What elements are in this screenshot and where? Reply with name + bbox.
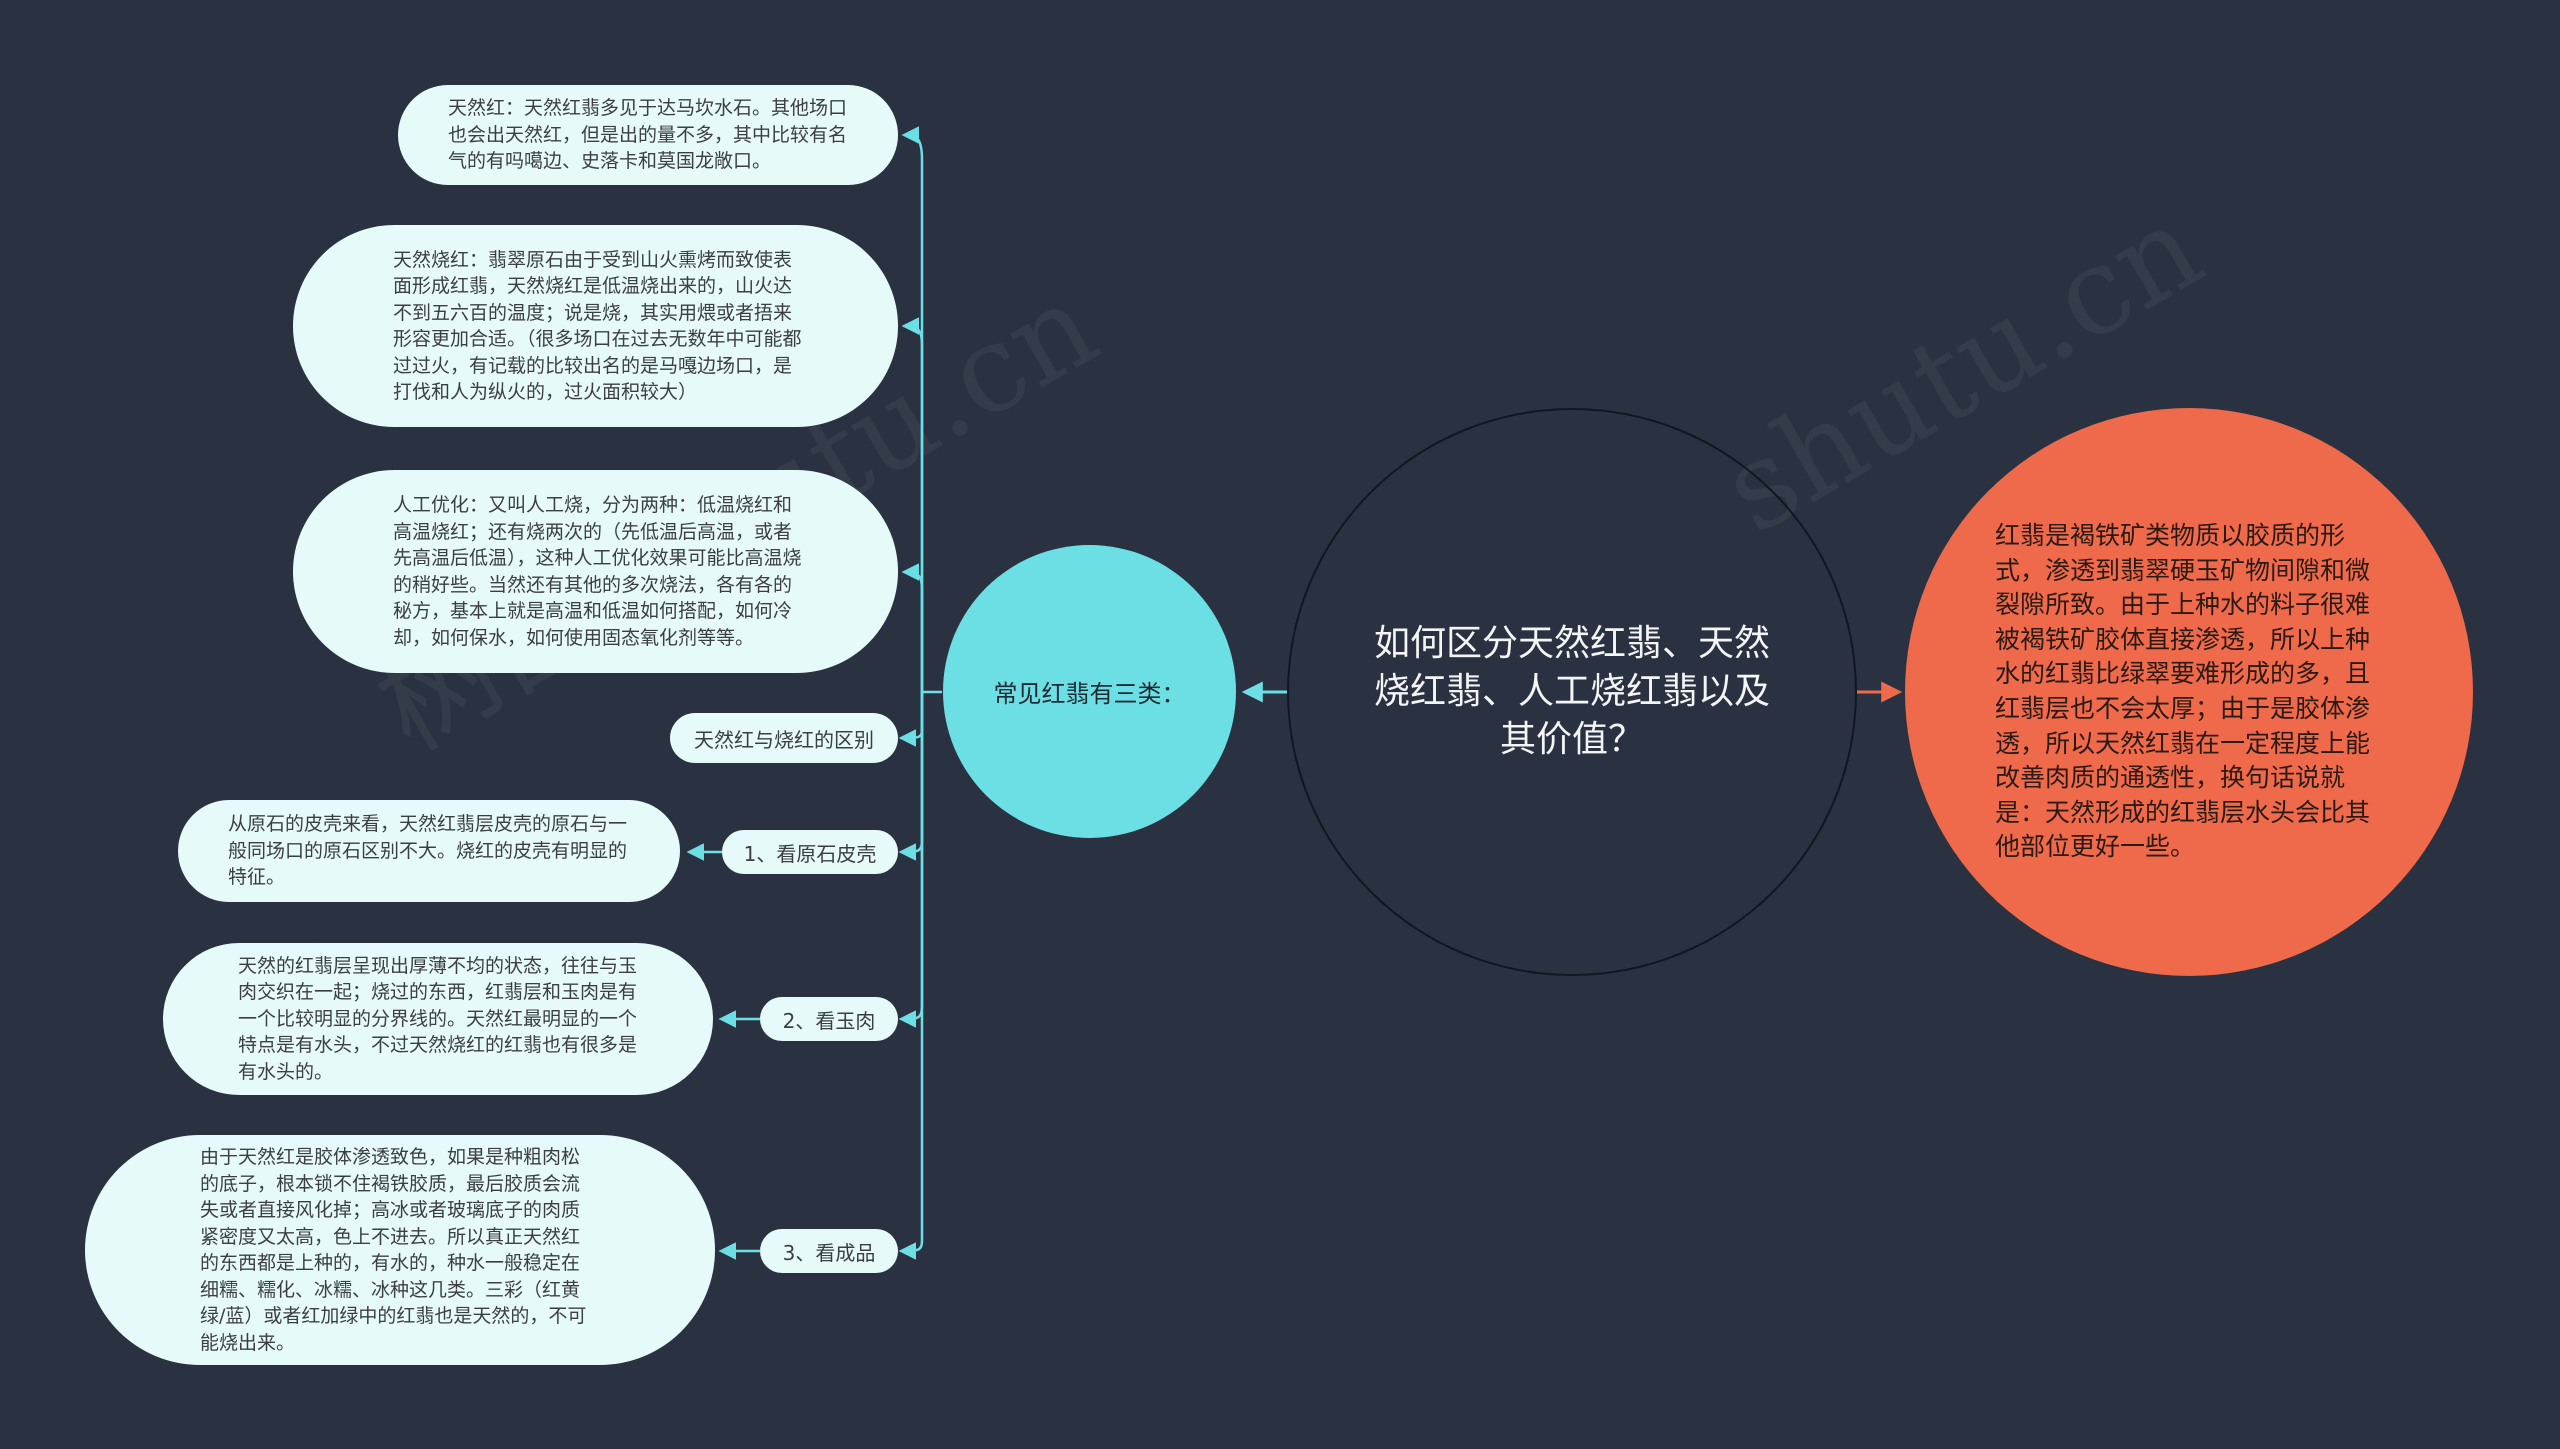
info-node[interactable]: 红翡是褐铁矿类物质以胶质的形式，渗透到翡翠硬玉矿物间隙和微裂隙所致。由于上种水的…: [1905, 408, 2473, 976]
leaf-skin-detail-text: 从原石的皮壳来看，天然红翡层皮壳的原石与一般同场口的原石区别不大。烧红的皮壳有明…: [228, 813, 628, 889]
label-skin-text: 1、看原石皮壳: [743, 841, 877, 866]
connector-natural-red: [901, 126, 924, 692]
connector-skin: [898, 692, 924, 861]
branch-node[interactable]: 常见红翡有三类：: [943, 545, 1236, 838]
connector-product: [898, 692, 924, 1260]
leaf-product-detail[interactable]: 由于天然红是胶体渗透致色，如果是种粗肉松的底子，根本锁不住褐铁胶质，最后胶质会流…: [85, 1135, 715, 1365]
leaf-jade-detail-text: 天然的红翡层呈现出厚薄不均的状态，往往与玉肉交织在一起；烧过的东西，红翡层和玉肉…: [238, 954, 638, 1083]
leaf-natural-burnt-text: 天然烧红：翡翠原石由于受到山火熏烤而致使表面形成红翡，天然烧红是低温烧出来的，山…: [393, 248, 802, 404]
central-topic[interactable]: 如何区分天然红翡、天然烧红翡、人工烧红翡以及其价值？: [1287, 408, 1857, 976]
connector-jade: [898, 692, 924, 1028]
leaf-natural-red[interactable]: 天然红：天然红翡多见于达马坎水石。其他场口也会出天然红，但是出的量不多，其中比较…: [398, 85, 898, 185]
central-topic-text: 如何区分天然红翡、天然烧红翡、人工烧红翡以及其价值？: [1373, 623, 1770, 760]
leaf-natural-burnt[interactable]: 天然烧红：翡翠原石由于受到山火熏烤而致使表面形成红翡，天然烧红是低温烧出来的，山…: [293, 225, 898, 427]
label-product[interactable]: 3、看成品: [760, 1229, 898, 1273]
connector-natural-burnt: [901, 317, 924, 692]
connector-difference: [898, 692, 924, 747]
info-node-text: 红翡是褐铁矿类物质以胶质的形式，渗透到翡翠硬玉矿物间隙和微裂隙所致。由于上种水的…: [1995, 521, 2371, 862]
label-difference[interactable]: 天然红与烧红的区别: [670, 713, 898, 763]
connector-artificial: [901, 563, 924, 692]
label-difference-text: 天然红与烧红的区别: [694, 727, 874, 752]
label-jade[interactable]: 2、看玉肉: [760, 997, 898, 1041]
leaf-artificial-text: 人工优化：又叫人工烧，分为两种：低温烧红和高温烧红；还有烧两次的（先低温后高温，…: [393, 494, 802, 649]
label-product-text: 3、看成品: [782, 1240, 876, 1265]
branch-node-label: 常见红翡有三类：: [993, 680, 1186, 708]
leaf-skin-detail[interactable]: 从原石的皮壳来看，天然红翡层皮壳的原石与一般同场口的原石区别不大。烧红的皮壳有明…: [178, 800, 680, 902]
leaf-product-detail-text: 由于天然红是胶体渗透致色，如果是种粗肉松的底子，根本锁不住褐铁胶质，最后胶质会流…: [200, 1146, 587, 1354]
leaf-jade-detail[interactable]: 天然的红翡层呈现出厚薄不均的状态，往往与玉肉交织在一起；烧过的东西，红翡层和玉肉…: [163, 943, 713, 1095]
leaf-natural-red-text: 天然红：天然红翡多见于达马坎水石。其他场口也会出天然红，但是出的量不多，其中比较…: [448, 97, 848, 173]
leaf-artificial[interactable]: 人工优化：又叫人工烧，分为两种：低温烧红和高温烧红；还有烧两次的（先低温后高温，…: [293, 470, 898, 673]
label-jade-text: 2、看玉肉: [782, 1008, 876, 1033]
label-skin[interactable]: 1、看原石皮壳: [722, 830, 898, 874]
